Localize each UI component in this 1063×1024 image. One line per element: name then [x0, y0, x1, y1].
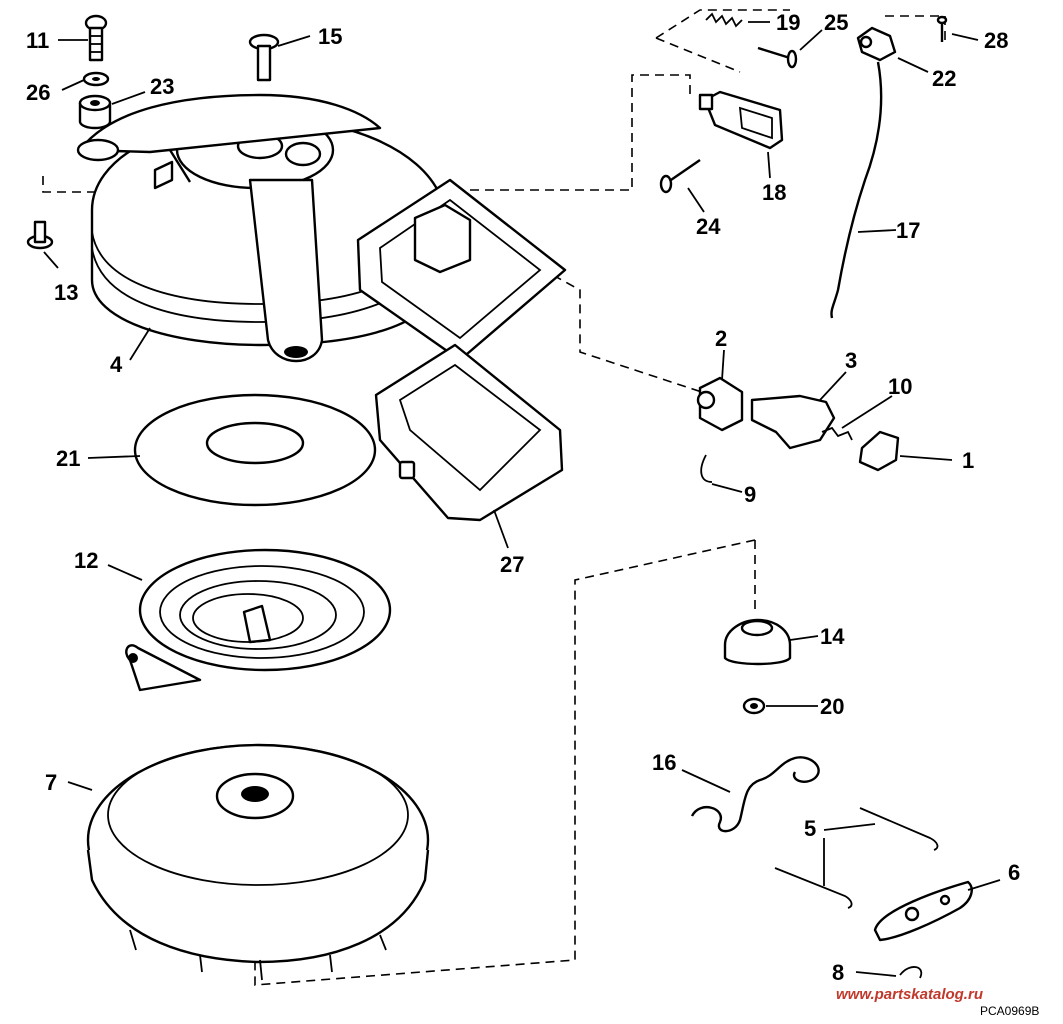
rope-guide-frame	[356, 178, 567, 522]
callout-18: 18	[762, 180, 786, 205]
callout-22: 22	[932, 66, 956, 91]
clip-9	[700, 454, 713, 483]
callout-27: 27	[500, 552, 524, 577]
callout-14: 14	[820, 624, 845, 649]
cam-2	[696, 376, 744, 432]
callout-10: 10	[888, 374, 912, 399]
callout-2: 2	[715, 326, 727, 351]
callout-11: 11	[26, 28, 49, 53]
cap-14	[723, 618, 792, 666]
screw-28	[936, 15, 948, 42]
screw-15	[248, 33, 280, 82]
pin-24	[659, 159, 701, 194]
bushing-23	[78, 94, 112, 130]
leader-lines	[43, 21, 1001, 977]
callout-5: 5	[804, 816, 816, 841]
callout-23: 23	[150, 74, 174, 99]
spring-16	[690, 756, 820, 833]
callout-17: 17	[896, 218, 920, 243]
callout-24: 24	[696, 214, 721, 239]
spring-19	[705, 12, 743, 28]
callout-20: 20	[820, 694, 844, 719]
pawl-6	[873, 880, 973, 942]
link-rod-17	[830, 61, 883, 319]
rope-pulley	[86, 743, 430, 981]
nut-20	[742, 697, 766, 715]
screw-11	[84, 14, 108, 62]
pin-25	[757, 46, 798, 69]
plunger-3	[750, 394, 836, 450]
rewind-spring	[125, 548, 392, 692]
callout-16: 16	[652, 750, 676, 775]
watermark-text: www.partskatalog.ru	[836, 986, 983, 1003]
washer-26	[82, 71, 110, 87]
callout-4: 4	[110, 352, 123, 377]
friction-washer	[133, 393, 377, 507]
lockout-bracket-18	[698, 90, 784, 150]
callout-3: 3	[845, 348, 857, 373]
callout-26: 26	[26, 80, 50, 105]
callout-25: 25	[824, 10, 848, 35]
callout-7: 7	[45, 770, 57, 795]
callout-1: 1	[962, 448, 974, 473]
callout-28: 28	[984, 28, 1008, 53]
pawl-spring-5	[774, 807, 939, 909]
callout-21: 21	[56, 446, 80, 471]
spring-10	[821, 426, 853, 441]
clip-8	[899, 966, 923, 979]
assembly-guide-lines	[42, 9, 946, 986]
callout-8: 8	[832, 960, 844, 985]
callout-15: 15	[318, 24, 342, 49]
callout-6: 6	[1008, 860, 1020, 885]
rivet-13	[26, 220, 54, 250]
drawing-code: PCA0969B	[980, 1004, 1040, 1018]
callout-19: 19	[776, 10, 800, 35]
block-1	[858, 430, 900, 472]
callout-12: 12	[74, 548, 98, 573]
callout-labels: 1 2 3 4 5 6 7 8 9 10 11 12 13 14 15 16 1…	[26, 10, 1020, 985]
callout-9: 9	[744, 482, 756, 507]
bracket-22	[856, 26, 897, 62]
callout-13: 13	[54, 280, 78, 305]
